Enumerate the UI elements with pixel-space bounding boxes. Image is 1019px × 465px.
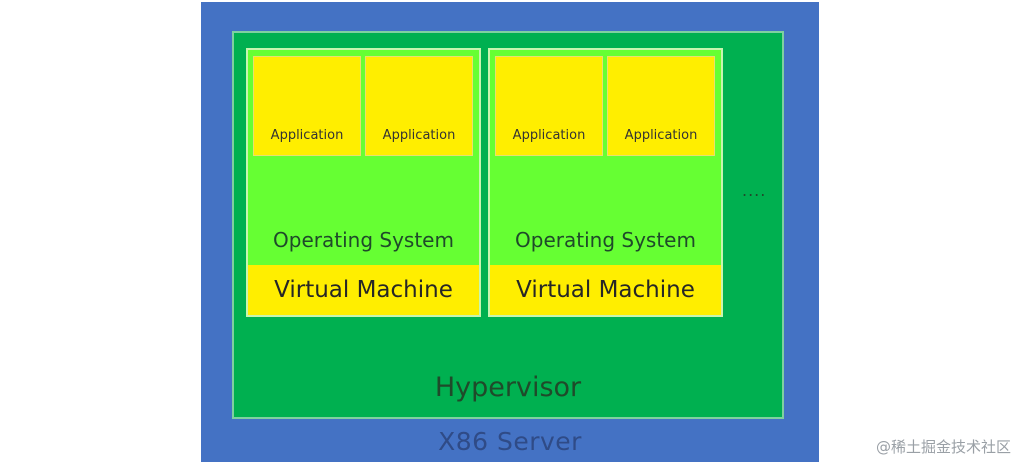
watermark-text: @稀土掘金技术社区 [875, 438, 1011, 456]
hypervisor-label: Hypervisor [434, 372, 582, 403]
application-box: Application [365, 56, 473, 156]
more-vms-ellipsis: .... [742, 181, 767, 200]
application-label: Application [512, 128, 586, 143]
x86-server-box: Application Application Operating System… [201, 2, 819, 462]
application-label: Application [624, 128, 698, 143]
x86-server-label: X86 Server [438, 427, 582, 456]
virtual-machine-label: Virtual Machine [516, 277, 695, 303]
hypervisor-box: Application Application Operating System… [232, 31, 784, 419]
virtual-machine-1: Application Application Operating System… [246, 48, 481, 317]
virtual-machine-2: Application Application Operating System… [488, 48, 723, 317]
application-box: Application [495, 56, 603, 156]
operating-system-label: Operating System [515, 228, 696, 252]
application-box: Application [253, 56, 361, 156]
virtual-machine-band: Virtual Machine [490, 265, 721, 315]
operating-system-label: Operating System [273, 228, 454, 252]
application-label: Application [382, 128, 456, 143]
application-label: Application [270, 128, 344, 143]
application-box: Application [607, 56, 715, 156]
virtual-machine-label: Virtual Machine [274, 277, 453, 303]
virtual-machine-band: Virtual Machine [248, 265, 479, 315]
